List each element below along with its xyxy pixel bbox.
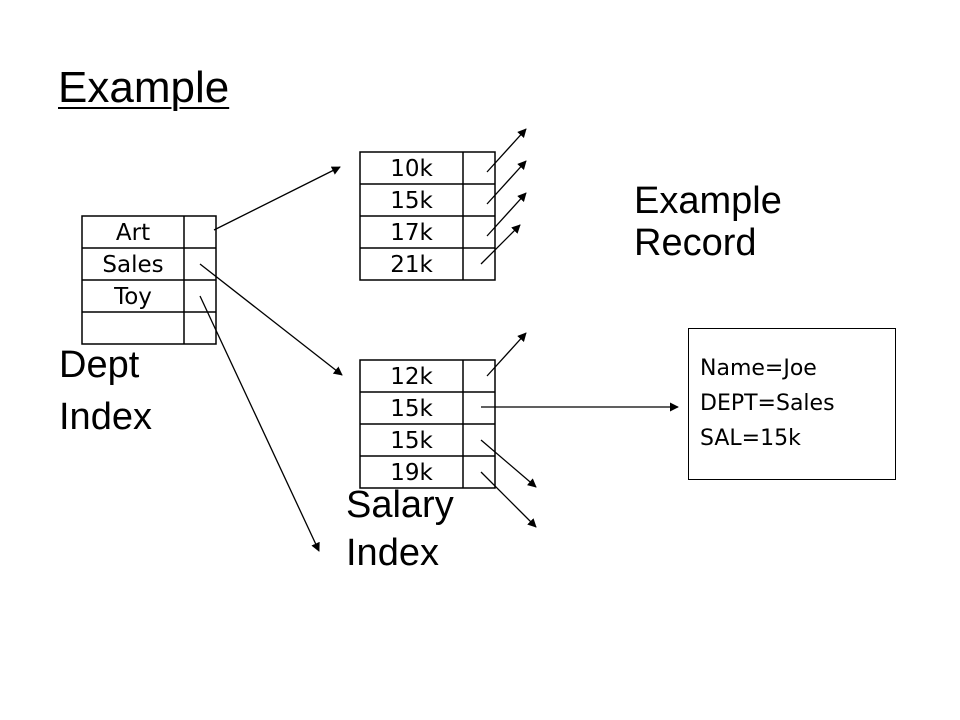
salary-index-top-box bbox=[359, 151, 496, 281]
record-field-name: Name=Joe bbox=[700, 356, 817, 381]
arrow-15k-pointer bbox=[486, 160, 527, 205]
dept-index-box bbox=[81, 215, 217, 345]
arrow-15k-second-pointer bbox=[480, 439, 537, 488]
salary-top-entry: 21k bbox=[390, 252, 433, 278]
arrow-19k-pointer bbox=[480, 471, 537, 528]
arrow-toy-down bbox=[199, 295, 320, 552]
example-record-label-line2: Record bbox=[634, 222, 757, 264]
dept-entry: Sales bbox=[102, 252, 164, 278]
salary-bottom-entry: 15k bbox=[390, 396, 433, 422]
record-field-sal: SAL=15k bbox=[700, 426, 801, 451]
salary-index-label: Salary Index bbox=[346, 484, 454, 574]
example-record-label: Example Record bbox=[634, 180, 782, 264]
salary-top-entry: 15k bbox=[390, 188, 433, 214]
dept-index-label-line2: Index bbox=[59, 396, 152, 438]
dept-index-label: Dept Index bbox=[59, 344, 152, 438]
arrow-21k-pointer bbox=[480, 224, 521, 265]
salary-top-entry: 10k bbox=[390, 156, 433, 182]
salary-top-entry: 17k bbox=[390, 220, 433, 246]
record-field-dept: DEPT=Sales bbox=[700, 391, 835, 416]
dept-index-label-line1: Dept bbox=[59, 344, 140, 386]
salary-index-label-line1: Salary bbox=[346, 484, 454, 526]
arrow-10k-pointer bbox=[486, 128, 527, 173]
salary-index-label-line2: Index bbox=[346, 532, 439, 574]
arrow-art-to-top-salary bbox=[213, 166, 341, 231]
slide-title: Example bbox=[58, 63, 230, 112]
salary-bottom-entry: 19k bbox=[390, 460, 433, 486]
arrow-sales-to-bottom-salary bbox=[199, 263, 343, 376]
dept-entry: Art bbox=[115, 220, 151, 246]
salary-bottom-entry: 12k bbox=[390, 364, 433, 390]
salary-bottom-entry: 15k bbox=[390, 428, 433, 454]
example-record-box: Name=Joe DEPT=Sales SAL=15k bbox=[688, 328, 896, 480]
dept-entry: Toy bbox=[114, 284, 152, 310]
arrow-17k-pointer bbox=[486, 192, 527, 237]
example-record-label-line1: Example bbox=[634, 180, 782, 222]
salary-index-bottom-box bbox=[359, 359, 496, 489]
arrow-12k-pointer bbox=[486, 332, 527, 377]
